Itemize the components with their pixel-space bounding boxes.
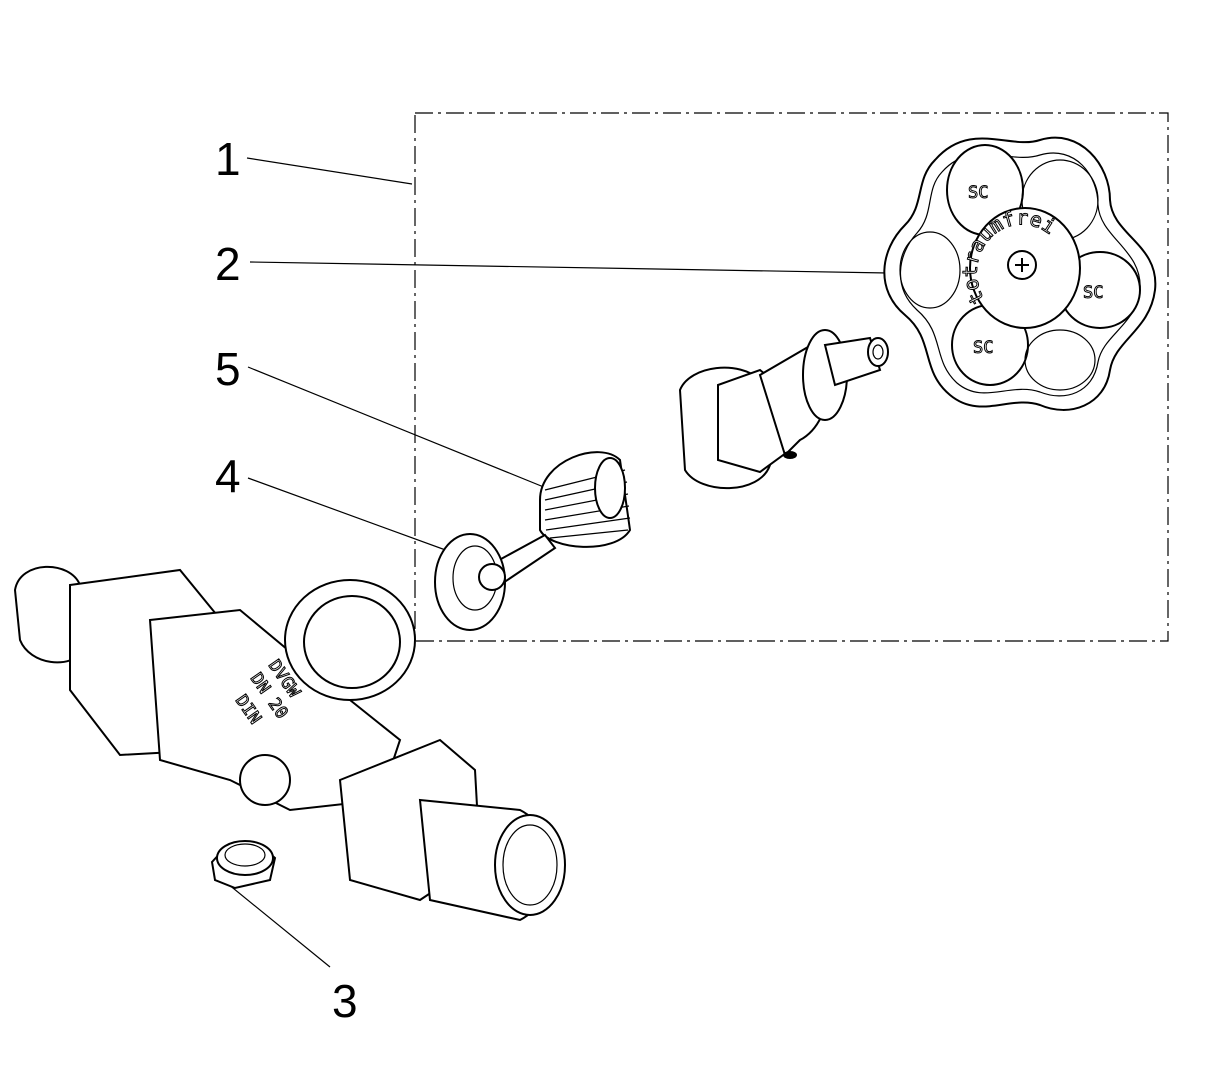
callout-4: 4 [215,450,241,502]
valve-disc [434,533,557,631]
callout-2: 2 [215,238,241,290]
handwheel-logo-1: SC [968,183,988,203]
assembly-boundary [414,112,1169,642]
callout-1: 1 [215,133,241,185]
callout-3: 3 [332,975,358,1027]
drain-plug [210,840,277,890]
handwheel-logo-3: SC [973,338,993,358]
handwheel: SC SC SC totraumfrei [883,136,1157,411]
bonnet [678,329,889,490]
leader-lines [227,157,889,968]
valve-body: DVGW DN 20 DIN [13,565,566,922]
callout-5: 5 [215,343,241,395]
spring [539,451,632,548]
handwheel-logo-2: SC [1083,283,1103,303]
